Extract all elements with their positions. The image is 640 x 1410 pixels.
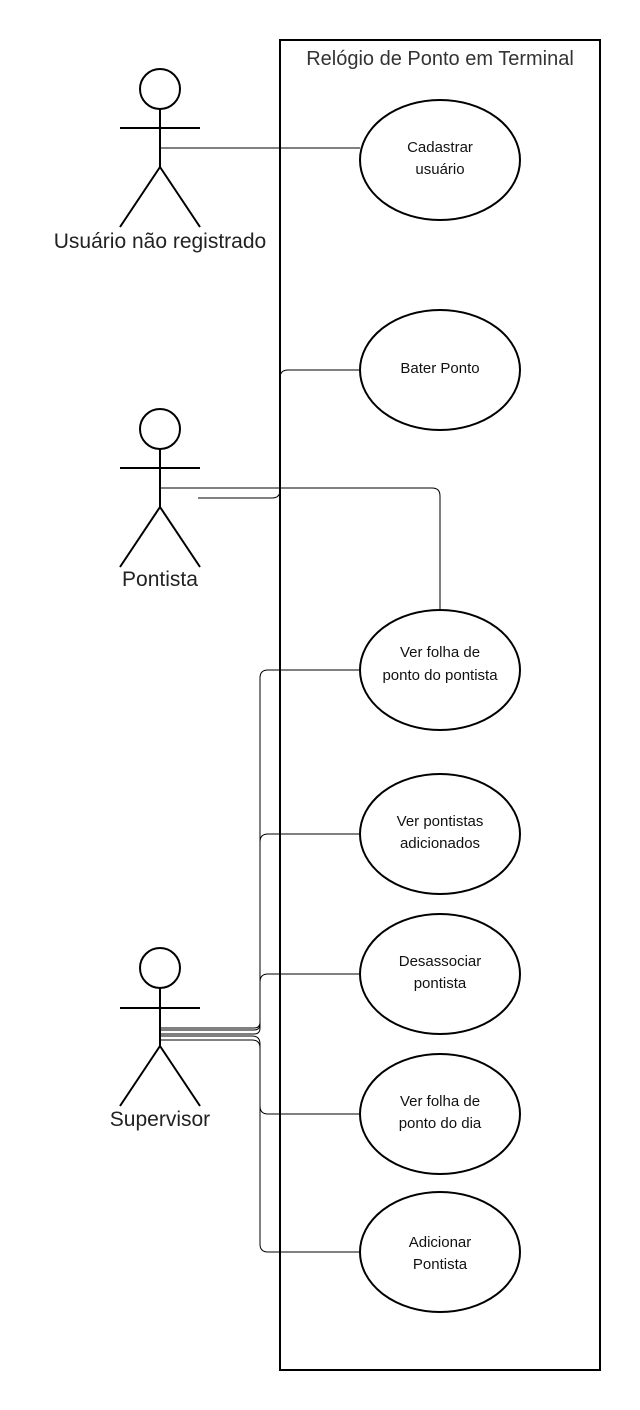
connector-supervisor-ver-pontistas xyxy=(160,833,360,1031)
use-case-ver-pontistas-label-line2: adicionados xyxy=(400,835,480,852)
actor-unregistered-leg-left xyxy=(119,166,161,228)
actor-unregistered-head xyxy=(139,68,181,110)
system-boundary: Relógio de Ponto em Terminal xyxy=(279,39,601,1371)
use-case-ver-folha-pontista-label-line1: Ver folha de xyxy=(400,644,480,661)
use-case-adicionar-label-line1: Adicionar xyxy=(409,1234,472,1251)
use-case-ver-folha-pontista-label-line2: ponto do pontista xyxy=(382,667,498,684)
actor-pontista-head xyxy=(139,408,181,450)
system-boundary-box xyxy=(279,39,601,1371)
actor-unregistered-leg-right xyxy=(159,166,201,228)
use-case-cadastrar-label-line2: usuário xyxy=(415,161,464,178)
actor-supervisor-head xyxy=(139,947,181,989)
connectors xyxy=(160,147,441,1253)
use-case-bater-ponto-ellipse xyxy=(359,309,521,431)
use-case-ver-folha-dia: Ver folha de ponto do dia xyxy=(359,1053,521,1175)
actor-supervisor: Supervisor xyxy=(110,947,210,1131)
use-case-ver-folha-dia-label-line1: Ver folha de xyxy=(400,1093,480,1110)
actor-unregistered-label: Usuário não registrado xyxy=(54,230,266,253)
use-case-ver-pontistas: Ver pontistas adicionados xyxy=(359,773,521,895)
use-case-cadastrar: Cadastrar usuário xyxy=(359,99,521,221)
system-title: Relógio de Ponto em Terminal xyxy=(306,48,574,70)
use-case-ver-pontistas-ellipse xyxy=(359,773,521,895)
actor-supervisor-leg-right xyxy=(159,1045,201,1107)
use-case-adicionar: Adicionar Pontista xyxy=(359,1191,521,1313)
use-case-adicionar-label-line2: Pontista xyxy=(413,1256,468,1273)
use-case-desassociar-label-line1: Desassociar xyxy=(399,953,482,970)
use-case-bater-ponto-label: Bater Ponto xyxy=(400,360,479,377)
actor-pontista-leg-left xyxy=(119,506,161,568)
connector-pontista-bater-ponto xyxy=(198,369,360,499)
use-case-bater-ponto: Bater Ponto xyxy=(359,309,521,431)
use-case-ver-folha-pontista-ellipse xyxy=(359,609,521,731)
use-case-adicionar-ellipse xyxy=(359,1191,521,1313)
connector-supervisor-desassociar xyxy=(160,973,360,1035)
use-case-desassociar-ellipse xyxy=(359,913,521,1035)
actor-pontista: Pontista xyxy=(119,408,201,591)
use-case-cadastrar-label-line1: Cadastrar xyxy=(407,139,473,156)
use-case-cadastrar-ellipse xyxy=(359,99,521,221)
use-case-ver-folha-pontista: Ver folha de ponto do pontista xyxy=(359,609,521,731)
actor-supervisor-leg-left xyxy=(119,1045,161,1107)
use-case-ver-folha-dia-ellipse xyxy=(359,1053,521,1175)
actor-unregistered: Usuário não registrado xyxy=(54,68,266,253)
use-case-desassociar: Desassociar pontista xyxy=(359,913,521,1035)
actor-pontista-leg-right xyxy=(159,506,201,568)
actor-supervisor-label: Supervisor xyxy=(110,1108,210,1131)
actor-pontista-label: Pontista xyxy=(122,568,198,591)
use-case-desassociar-label-line2: pontista xyxy=(414,975,467,992)
connector-supervisor-adicionar xyxy=(160,1039,360,1253)
use-case-ver-pontistas-label-line1: Ver pontistas xyxy=(397,813,484,830)
connector-pontista-ver-folha xyxy=(160,487,441,610)
use-case-ver-folha-dia-label-line2: ponto do dia xyxy=(399,1115,482,1132)
